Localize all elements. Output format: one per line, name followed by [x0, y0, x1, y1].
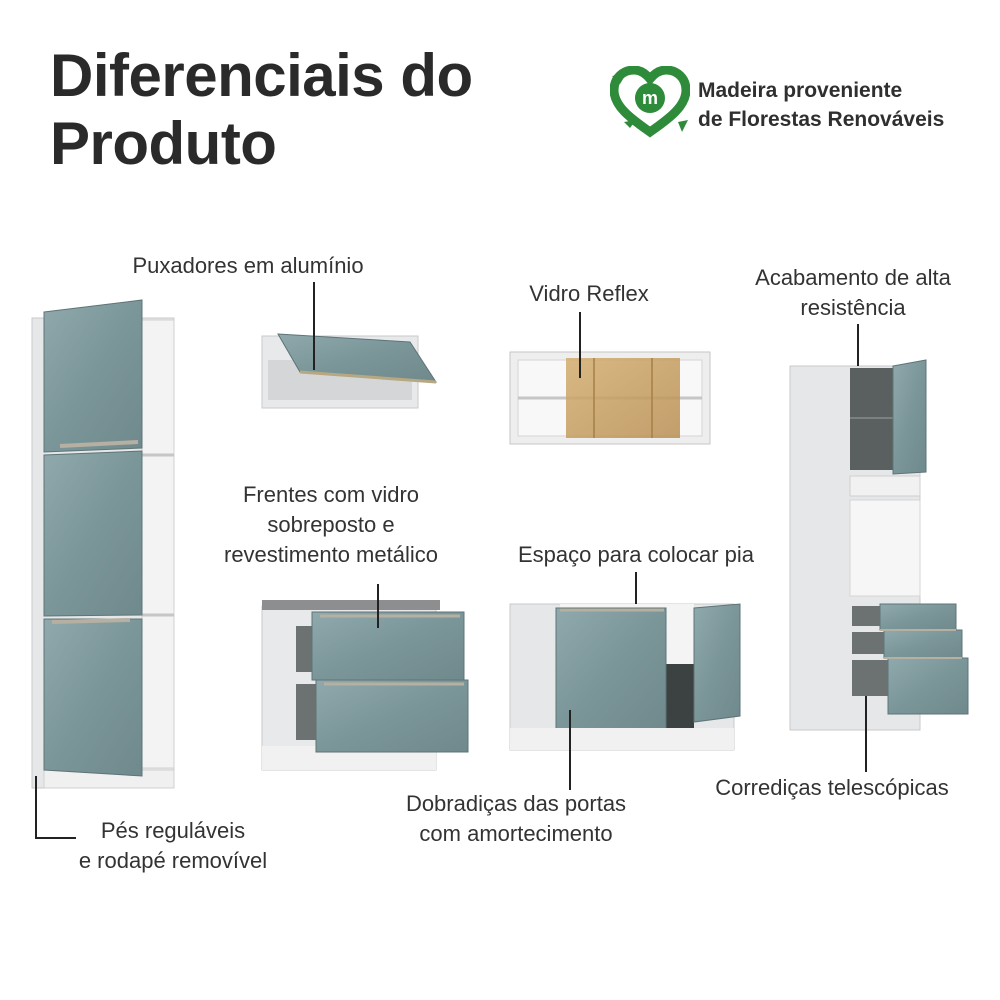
oven-tower-cabinet [789, 359, 969, 731]
label-fronts-line-2: sobreposto e [267, 512, 395, 537]
label-fronts-line-3: revestimento metálico [224, 542, 438, 567]
label-finish-line-1: Acabamento de alta [755, 265, 951, 290]
logo-letter: m [642, 88, 658, 108]
label-fronts-line-1: Frentes com vidro [242, 482, 420, 507]
title-line-1: Diferenciais do [50, 42, 473, 109]
drawer-base-cabinet [261, 600, 469, 771]
badge-line-1: Madeira proveniente [698, 79, 903, 102]
label-sink: Espaço para colocar pia [517, 542, 755, 567]
tall-pantry-cabinet [31, 299, 175, 789]
upper-cabinet-lift-door [261, 333, 437, 409]
label-hinges: Dobradiças das portas com amortecimento [380, 789, 652, 849]
label-feet-line-2: e rodapé removível [78, 848, 268, 873]
label-glass: Vidro Reflex [529, 281, 649, 306]
aluminum-handle [51, 618, 131, 624]
label-feet: Pés reguláveis e rodapé removível [58, 816, 288, 876]
label-finish-line-2: resistência [800, 295, 906, 320]
label-fronts: Frentes com vidro sobreposto e revestime… [200, 480, 462, 570]
page-title: Diferenciais do Produto [50, 42, 473, 178]
reflex-glass-cabinet [509, 351, 711, 445]
sink-base-cabinet [509, 603, 741, 751]
label-slides: Corrediças telescópicas [715, 775, 949, 800]
recycle-heart-icon: m [610, 66, 690, 138]
callout-line-feet [35, 776, 76, 839]
renewable-wood-badge: m Madeira proveniente de Florestas Renov… [610, 66, 980, 138]
label-feet-line-1: Pés reguláveis [100, 818, 246, 843]
aluminum-handle [299, 370, 437, 384]
badge-text: Madeira proveniente de Florestas Renováv… [698, 76, 944, 134]
aluminum-handle [59, 440, 139, 448]
label-hinges-line-1: Dobradiças das portas [405, 791, 627, 816]
title-line-2: Produto [50, 110, 277, 177]
label-handles: Puxadores em alumínio [132, 253, 364, 278]
badge-line-2: de Florestas Renováveis [698, 108, 945, 131]
label-finish: Acabamento de alta resistência [728, 263, 978, 323]
label-hinges-line-2: com amortecimento [419, 821, 613, 846]
